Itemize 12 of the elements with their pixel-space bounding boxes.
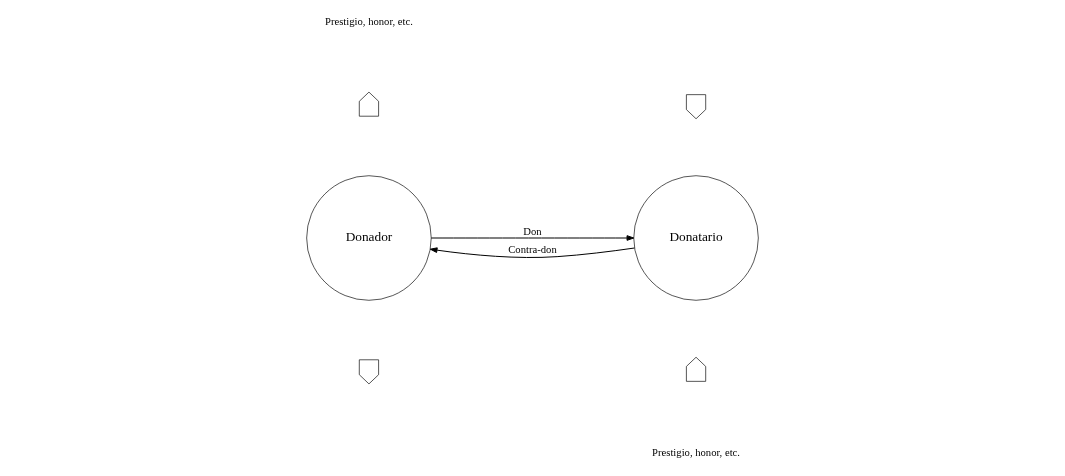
node-arrow	[686, 94, 707, 120]
label: Prestigio, honor, etc.	[324, 16, 413, 28]
edge-label: Don	[523, 225, 542, 237]
arrow	[430, 235, 635, 241]
node-circle: Donatario	[633, 175, 759, 301]
label: Prestigio, honor, etc.	[652, 446, 741, 458]
node-arrow	[358, 91, 379, 117]
node-arrow	[358, 359, 379, 385]
arrow	[429, 247, 635, 258]
edge-label: Contra-don	[508, 244, 557, 256]
node-arrow	[686, 356, 707, 382]
node-circle: Donador	[306, 175, 432, 301]
